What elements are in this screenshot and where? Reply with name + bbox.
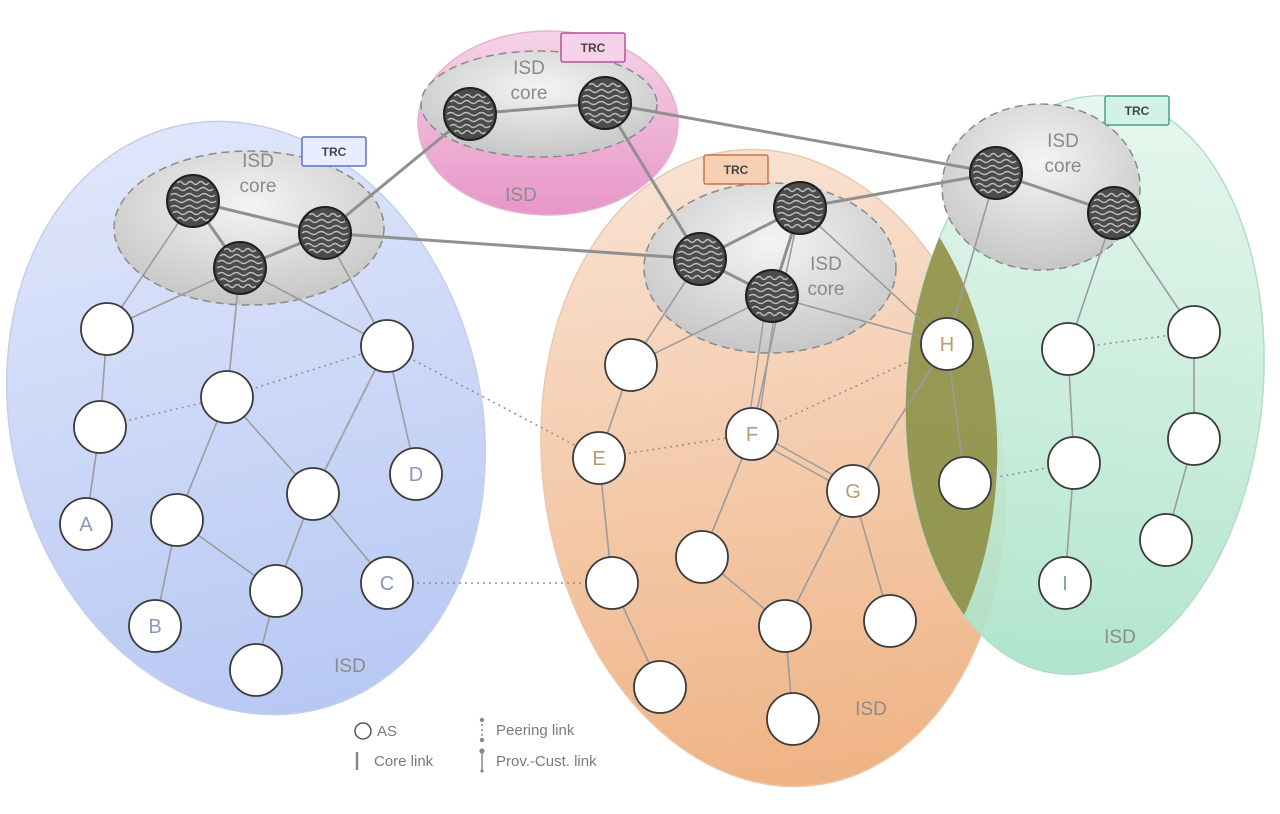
- legend-prov-cust-icon: [479, 748, 485, 773]
- as-node: [249, 564, 303, 618]
- as-node: [766, 692, 820, 746]
- as-label-d: D: [409, 464, 423, 486]
- core-label-orange-2: core: [808, 279, 845, 300]
- as-label-i: I: [1062, 573, 1068, 595]
- as-node-h: H: [920, 317, 974, 371]
- trc-badge-blue: TRC: [301, 136, 367, 167]
- as-node-e: E: [572, 431, 626, 485]
- core-as-node: [773, 181, 827, 235]
- legend-peering-icon: [479, 717, 485, 743]
- as-node: [229, 643, 283, 697]
- trc-label-orange: TRC: [724, 163, 749, 177]
- isd-label-green: ISD: [1104, 627, 1136, 648]
- as-node: [633, 660, 687, 714]
- isd-core-orange: [643, 182, 897, 354]
- core-label-blue-2: core: [240, 176, 277, 197]
- as-node: [1139, 513, 1193, 567]
- trc-label-blue: TRC: [322, 145, 347, 159]
- as-label-e: E: [592, 448, 605, 470]
- as-node: [938, 456, 992, 510]
- as-node: [80, 302, 134, 356]
- trc-badge-green: TRC: [1104, 95, 1170, 126]
- core-as-node: [745, 269, 799, 323]
- as-node: [150, 493, 204, 547]
- as-node-d: D: [389, 447, 443, 501]
- trc-badges: TRC TRC TRC TRC: [301, 32, 1170, 185]
- as-node: [604, 338, 658, 392]
- trc-badge-orange: TRC: [703, 154, 769, 185]
- core-as-node: [1087, 186, 1141, 240]
- core-as-node: [443, 87, 497, 141]
- legend-peering-label: Peering link: [496, 722, 575, 739]
- core-label-orange-1: ISD: [810, 254, 842, 275]
- trc-label-green: TRC: [1125, 104, 1150, 118]
- isd-labels: ISD ISD ISD ISD: [334, 185, 1136, 720]
- as-node: [863, 594, 917, 648]
- as-node: [73, 400, 127, 454]
- as-label-f: F: [746, 424, 758, 446]
- as-node: [286, 467, 340, 521]
- core-as-node: [969, 146, 1023, 200]
- as-node: [1047, 436, 1101, 490]
- core-as-node: [673, 232, 727, 286]
- isd-label-orange: ISD: [855, 699, 887, 720]
- as-node-f: F: [725, 407, 779, 461]
- as-node: [675, 530, 729, 584]
- as-label-a: A: [79, 514, 93, 536]
- legend-prov-cust-label: Prov.-Cust. link: [496, 753, 597, 770]
- core-label-pink-2: core: [511, 83, 548, 104]
- as-node: [1167, 305, 1221, 359]
- as-node: [1041, 322, 1095, 376]
- as-node: [1167, 412, 1221, 466]
- core-as-nodes: [166, 76, 1141, 323]
- as-node: [758, 599, 812, 653]
- legend: AS Core link Peering link Prov.-Cust. li…: [354, 717, 597, 773]
- trc-label-pink: TRC: [581, 41, 606, 55]
- as-nodes: A B D C E F G H I: [59, 302, 1221, 746]
- core-label-blue-1: ISD: [242, 151, 274, 172]
- as-node: [585, 556, 639, 610]
- as-node-c: C: [360, 556, 414, 610]
- as-node-a: A: [59, 497, 113, 551]
- isd-label-blue: ISD: [334, 656, 366, 677]
- as-node-g: G: [826, 464, 880, 518]
- core-as-node: [213, 241, 267, 295]
- core-label-green-1: ISD: [1047, 131, 1079, 152]
- core-as-node: [166, 174, 220, 228]
- as-node-i: I: [1038, 556, 1092, 610]
- core-label-pink-1: ISD: [513, 58, 545, 79]
- isd-label-pink: ISD: [505, 185, 537, 206]
- as-label-c: C: [380, 573, 394, 595]
- core-as-node: [298, 206, 352, 260]
- core-as-node: [578, 76, 632, 130]
- as-node: [200, 370, 254, 424]
- trc-badge-pink: TRC: [560, 32, 626, 63]
- isd-core-labels: ISD core ISD core ISD core ISD core: [240, 58, 1082, 300]
- as-node: [360, 319, 414, 373]
- as-label-g: G: [845, 481, 861, 503]
- as-label-h: H: [940, 334, 954, 356]
- legend-core-link-label: Core link: [374, 753, 434, 770]
- core-label-green-2: core: [1045, 156, 1082, 177]
- legend-as-label: AS: [377, 723, 397, 740]
- as-label-b: B: [148, 616, 161, 638]
- as-node-b: B: [128, 599, 182, 653]
- legend-as-icon: [354, 722, 372, 740]
